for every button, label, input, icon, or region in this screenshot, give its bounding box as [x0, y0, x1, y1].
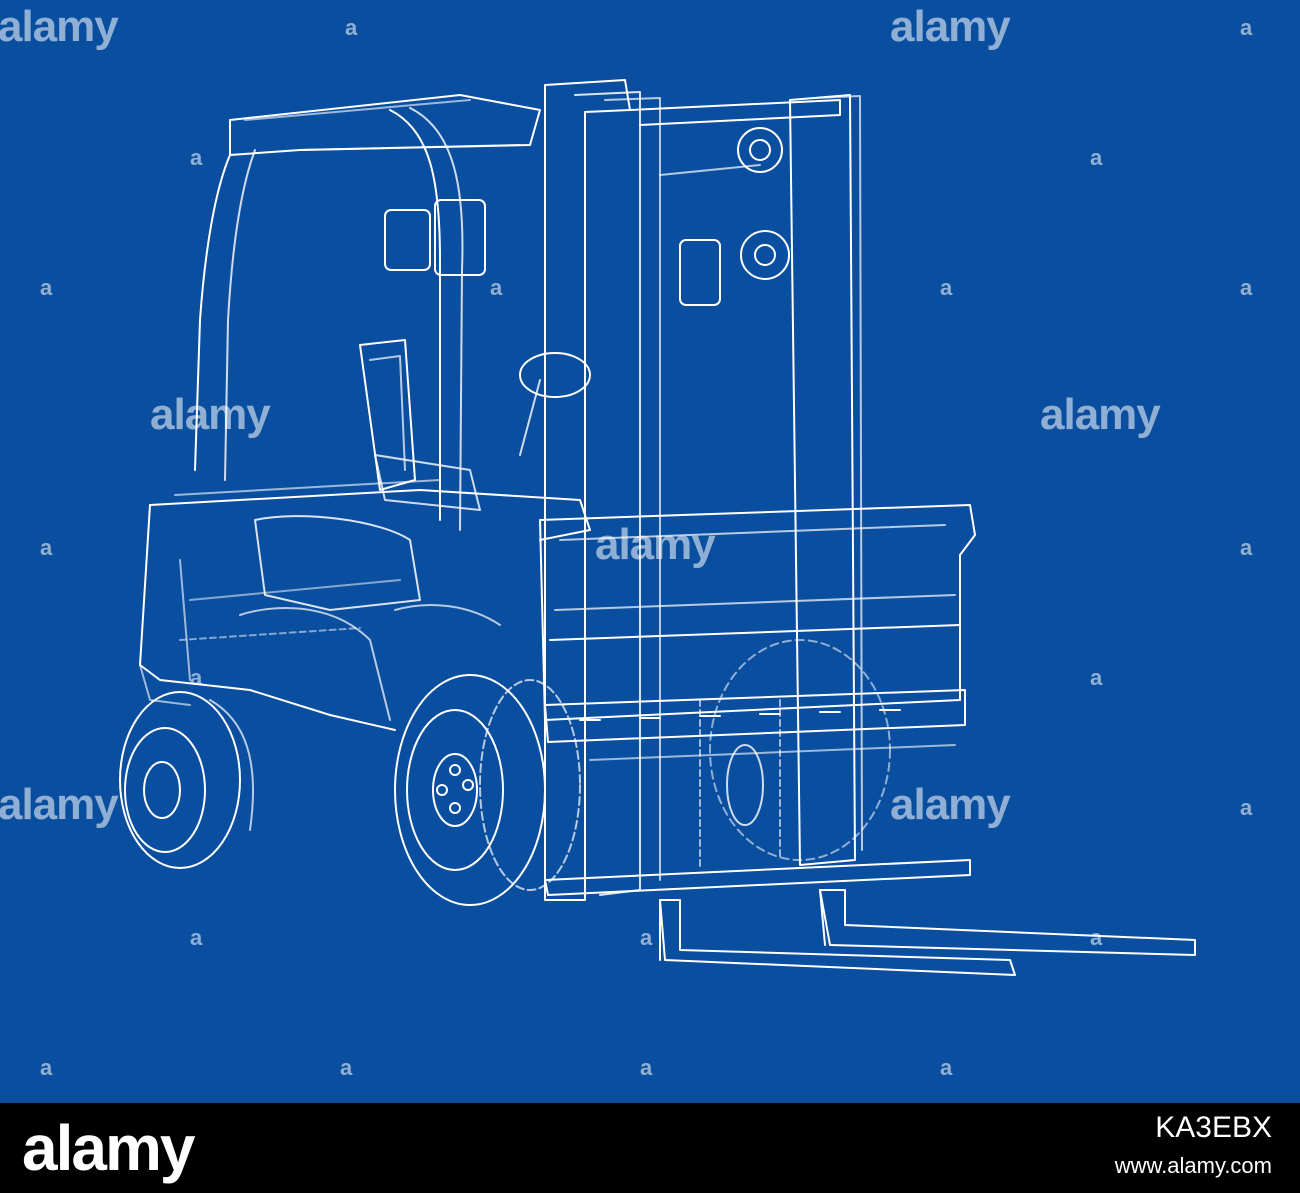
watermark: alamy: [595, 520, 716, 569]
watermark-mark: a: [1090, 665, 1103, 690]
watermark-mark: a: [1240, 15, 1253, 40]
watermark-mark: a: [40, 1055, 53, 1080]
watermark-mark: a: [940, 1055, 953, 1080]
footer-bar: alamy KA3EBX www.alamy.com: [0, 1103, 1300, 1193]
watermark-mark: a: [1240, 275, 1253, 300]
watermark: alamy: [1040, 390, 1161, 439]
watermark: alamy: [0, 2, 119, 51]
watermark: alamy: [150, 390, 271, 439]
watermark-mark: a: [190, 145, 203, 170]
watermark-mark: a: [1240, 535, 1253, 560]
forklift-wireframe-icon: [119, 79, 1196, 976]
watermark-mark: a: [40, 535, 53, 560]
watermark-mark: a: [940, 275, 953, 300]
watermark-mark: a: [1240, 795, 1253, 820]
watermark-mark: a: [640, 1055, 653, 1080]
watermark-mark: a: [345, 15, 358, 40]
watermark-mark: a: [190, 925, 203, 950]
watermark-mark: a: [640, 925, 653, 950]
watermark: alamy: [890, 2, 1011, 51]
footer-logo: alamy: [22, 1112, 195, 1184]
watermark-mark: a: [1090, 925, 1103, 950]
watermark-mark: a: [490, 275, 503, 300]
blueprint-canvas: alamy alamy alamy alamy alamy alamy alam…: [0, 0, 1300, 1103]
image-id: KA3EBX: [1155, 1111, 1272, 1144]
watermark: alamy: [0, 780, 119, 829]
watermark-mark: a: [40, 275, 53, 300]
watermark-mark: a: [1090, 145, 1103, 170]
watermark: alamy: [890, 780, 1011, 829]
footer-url: www.alamy.com: [1114, 1153, 1272, 1178]
watermark-mark: a: [340, 1055, 353, 1080]
